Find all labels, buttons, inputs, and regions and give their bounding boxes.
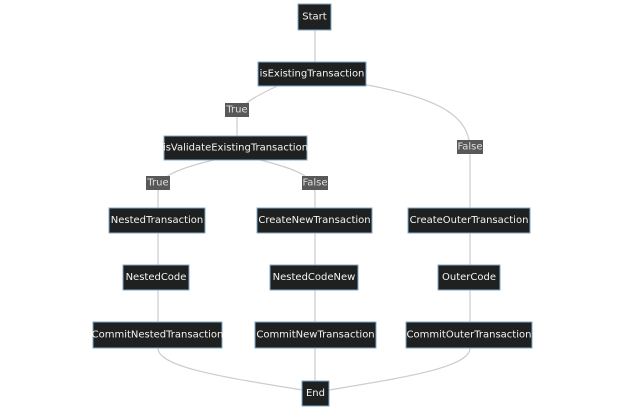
node-commit-outer-transaction-label: CommitOuterTransaction: [407, 330, 532, 341]
edge-label-existing-false-text: False: [457, 142, 482, 153]
node-nested-code: NestedCode: [122, 264, 190, 291]
node-outer-code-label: OuterCode: [442, 272, 496, 283]
node-create-outer-transaction: CreateOuterTransaction: [407, 207, 531, 234]
node-nested-code-label: NestedCode: [126, 272, 187, 283]
node-start-label: Start: [302, 12, 327, 23]
edge-commitouter-to-end: [328, 347, 471, 391]
edge-label-existing-true: True: [225, 103, 249, 117]
edge-isexisting-to-createouter: [361, 83, 471, 209]
node-commit-new-transaction-label: CommitNewTransaction: [256, 330, 374, 341]
node-commit-nested-transaction-label: CommitNestedTransaction: [92, 330, 224, 341]
node-commit-outer-transaction: CommitOuterTransaction: [405, 321, 533, 349]
edge-label-existing-false: False: [457, 140, 483, 154]
edge-label-existing-true-text: True: [225, 105, 247, 116]
node-is-validate-existing-transaction-label: isValidateExistingTransaction: [163, 143, 308, 154]
node-create-new-transaction-label: CreateNewTransaction: [258, 215, 370, 226]
edge-label-validate-false-text: False: [302, 178, 327, 189]
node-is-validate-existing-transaction: isValidateExistingTransaction: [163, 135, 308, 161]
edge-label-validate-true: True: [146, 176, 170, 190]
node-create-outer-transaction-label: CreateOuterTransaction: [410, 215, 529, 226]
node-is-existing-transaction-label: isExistingTransaction: [260, 69, 365, 80]
nodes: Start isExistingTransaction isValidateEx…: [92, 3, 533, 407]
node-commit-nested-transaction: CommitNestedTransaction: [92, 321, 224, 349]
edge-label-validate-true-text: True: [146, 178, 168, 189]
node-nested-code-new-label: NestedCodeNew: [273, 272, 356, 283]
edge-label-validate-false: False: [302, 176, 328, 190]
edge-labels: True False True False: [146, 103, 483, 190]
node-start: Start: [297, 3, 332, 31]
edge-commitnested-to-end: [157, 347, 303, 391]
node-outer-code: OuterCode: [437, 264, 501, 291]
node-nested-code-new: NestedCodeNew: [269, 264, 359, 291]
node-end: End: [301, 380, 330, 407]
node-commit-new-transaction: CommitNewTransaction: [254, 321, 377, 349]
edge-isexisting-to-isvalidate: [236, 83, 283, 137]
node-end-label: End: [306, 388, 325, 399]
node-create-new-transaction: CreateNewTransaction: [256, 207, 373, 234]
node-nested-transaction-label: NestedTransaction: [111, 215, 203, 226]
node-nested-transaction: NestedTransaction: [108, 207, 206, 234]
node-is-existing-transaction: isExistingTransaction: [257, 61, 367, 87]
